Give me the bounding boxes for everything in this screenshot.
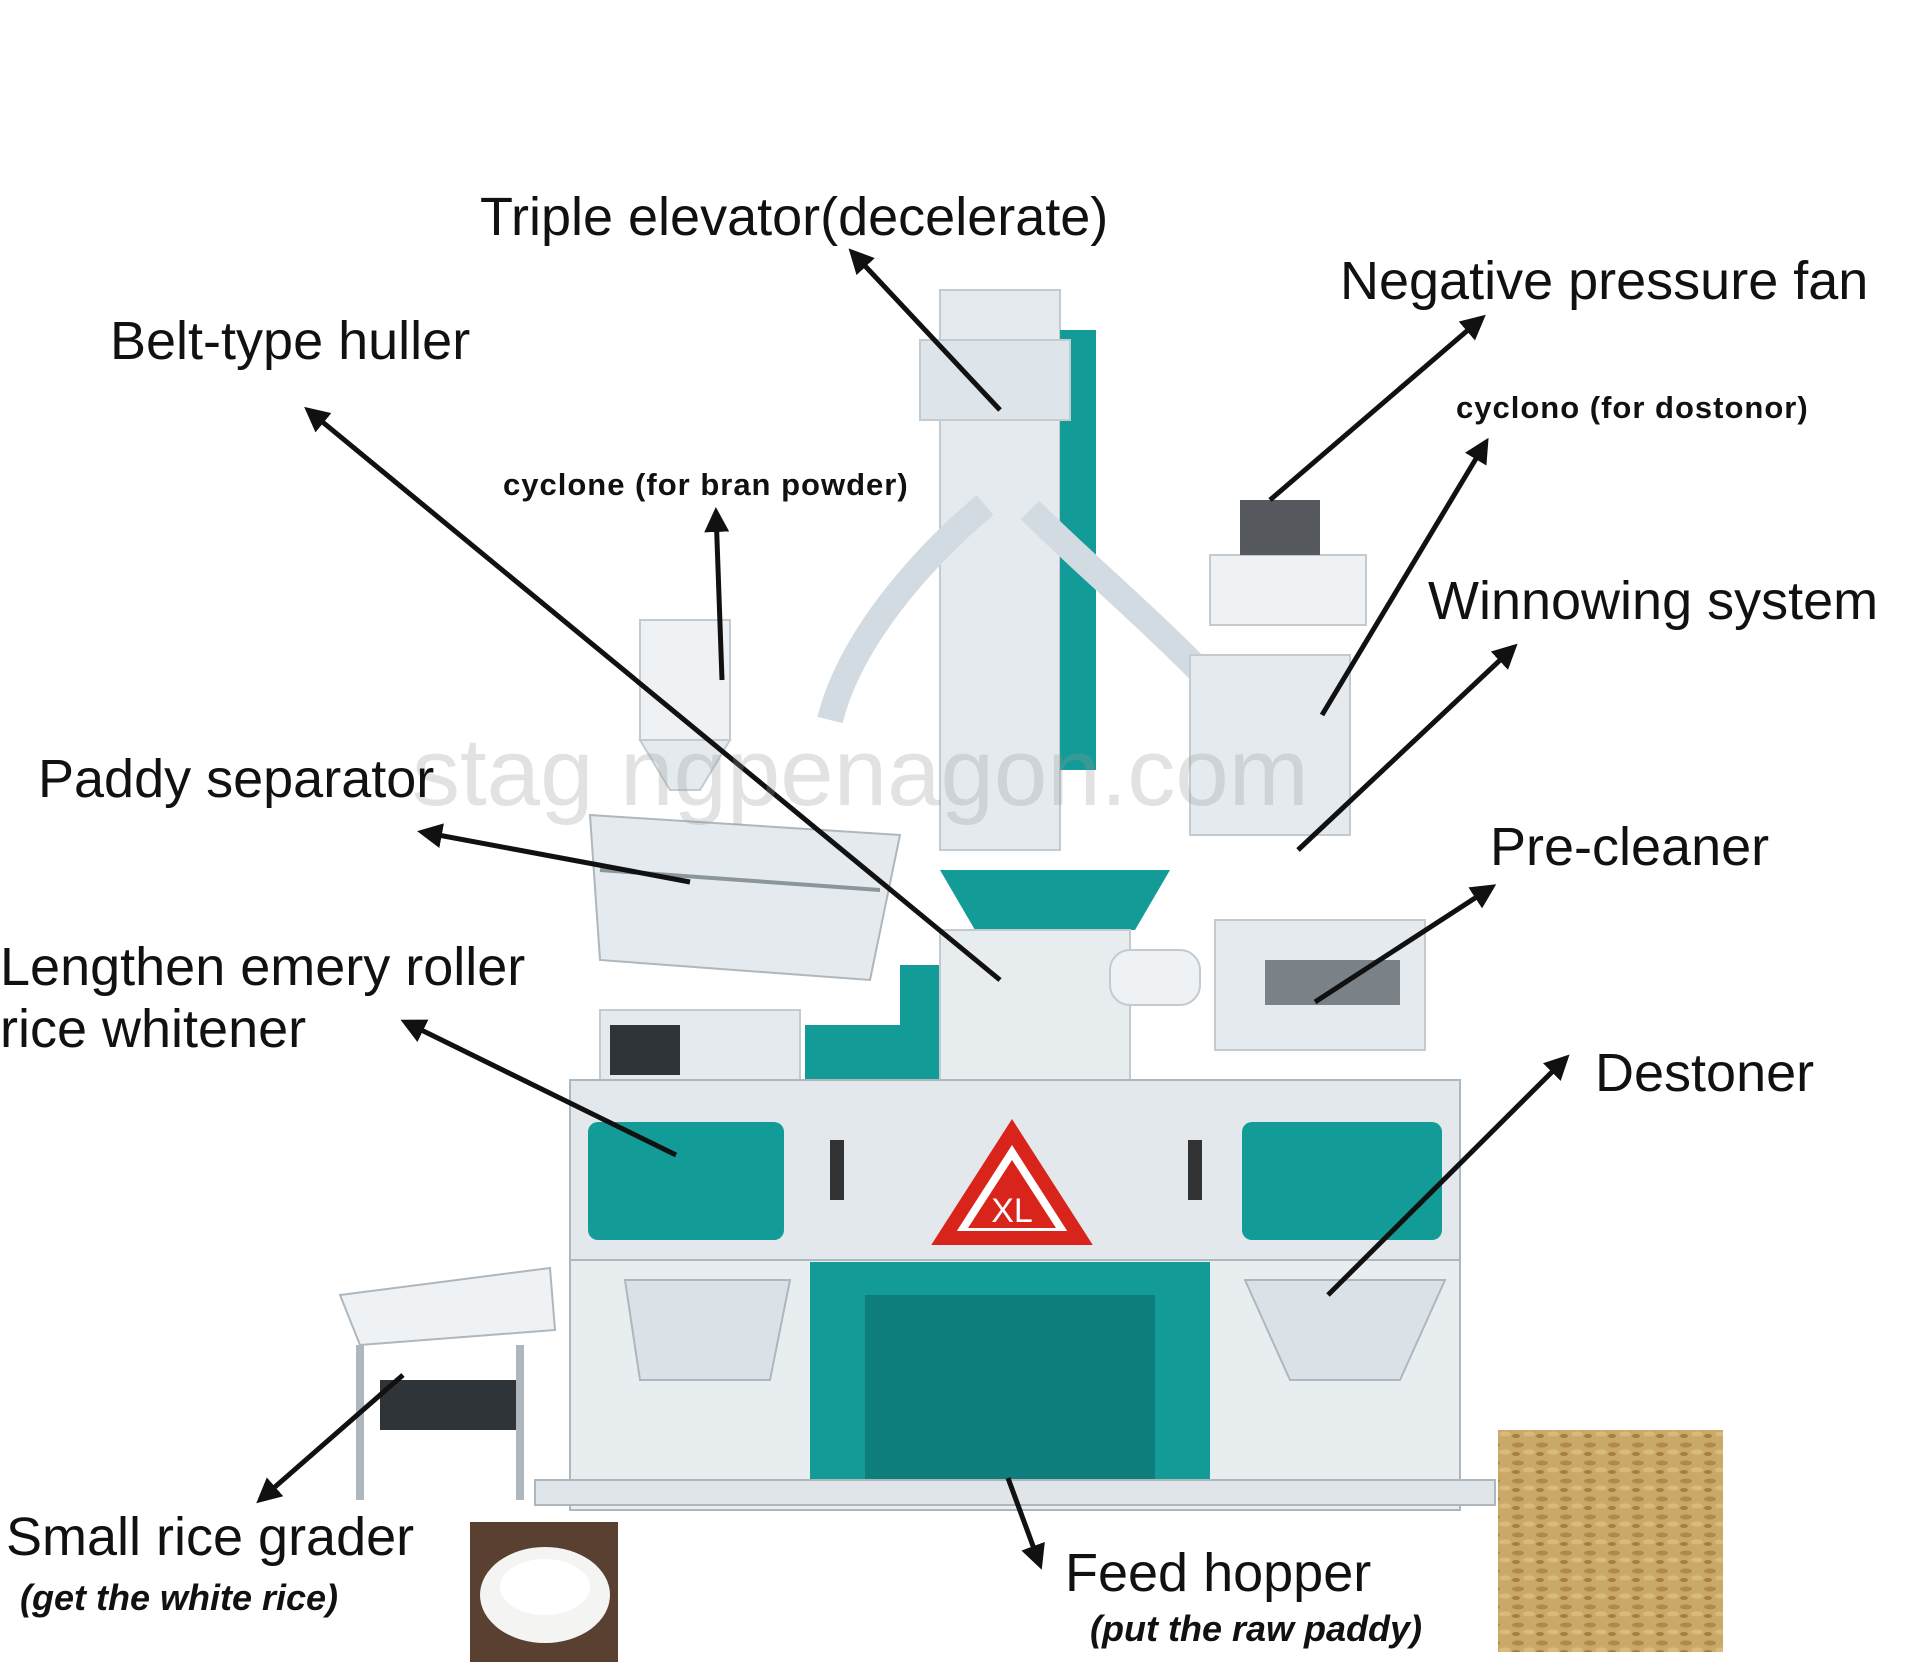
watermark: stag ngpenagon.com [412,719,1309,826]
label-feed-hopper-note: (put the raw paddy) [1090,1608,1422,1649]
label-winnowing-system: Winnowing system [1428,571,1879,631]
machine-illustration [338,289,1496,1511]
arrow-cyclone-destoner [1319,437,1489,717]
label-destoner: Destoner [1595,1043,1815,1103]
callout-arrows [256,248,1570,1570]
logo-text: XL [991,1192,1033,1230]
label-small-rice-grader-note: (get the white rice) [20,1577,339,1618]
arrow-belt-type-huller [304,406,1002,982]
label-cyclone-destoner: cyclono (for dostonor) [1456,390,1809,425]
label-triple-elevator: Triple elevator(decelerate) [480,187,1109,247]
arrow-emery-roller [400,1019,678,1158]
white-rice-photo [470,1522,618,1662]
xl-logo [931,1119,1093,1245]
label-small-rice-grader: Small rice grader [6,1507,415,1567]
arrow-paddy-separator [417,823,691,885]
arrow-feed-hopper [1005,1477,1045,1570]
label-emery-roller-line1: Lengthen emery roller [0,937,526,997]
label-belt-type-huller: Belt-type huller [110,311,471,371]
label-feed-hopper: Feed hopper [1065,1543,1372,1603]
arrow-negative-pressure-fan [1268,314,1486,502]
raw-paddy-photo [1498,1430,1723,1652]
label-negative-pressure-fan: Negative pressure fan [1340,251,1869,311]
label-paddy-separator: Paddy separator [38,749,435,809]
arrow-triple-elevator [848,248,1002,412]
label-emery-roller-line2: rice whitener [0,999,307,1059]
label-pre-cleaner: Pre-cleaner [1490,817,1770,877]
arrow-destoner [1326,1054,1570,1297]
arrow-pre-cleaner [1313,884,1497,1005]
label-cyclone-bran: cyclone (for bran powder) [503,467,909,502]
arrow-cyclone-bran [704,507,730,681]
arrow-winnowing-system [1296,643,1518,852]
arrow-small-rice-grader [256,1373,405,1504]
